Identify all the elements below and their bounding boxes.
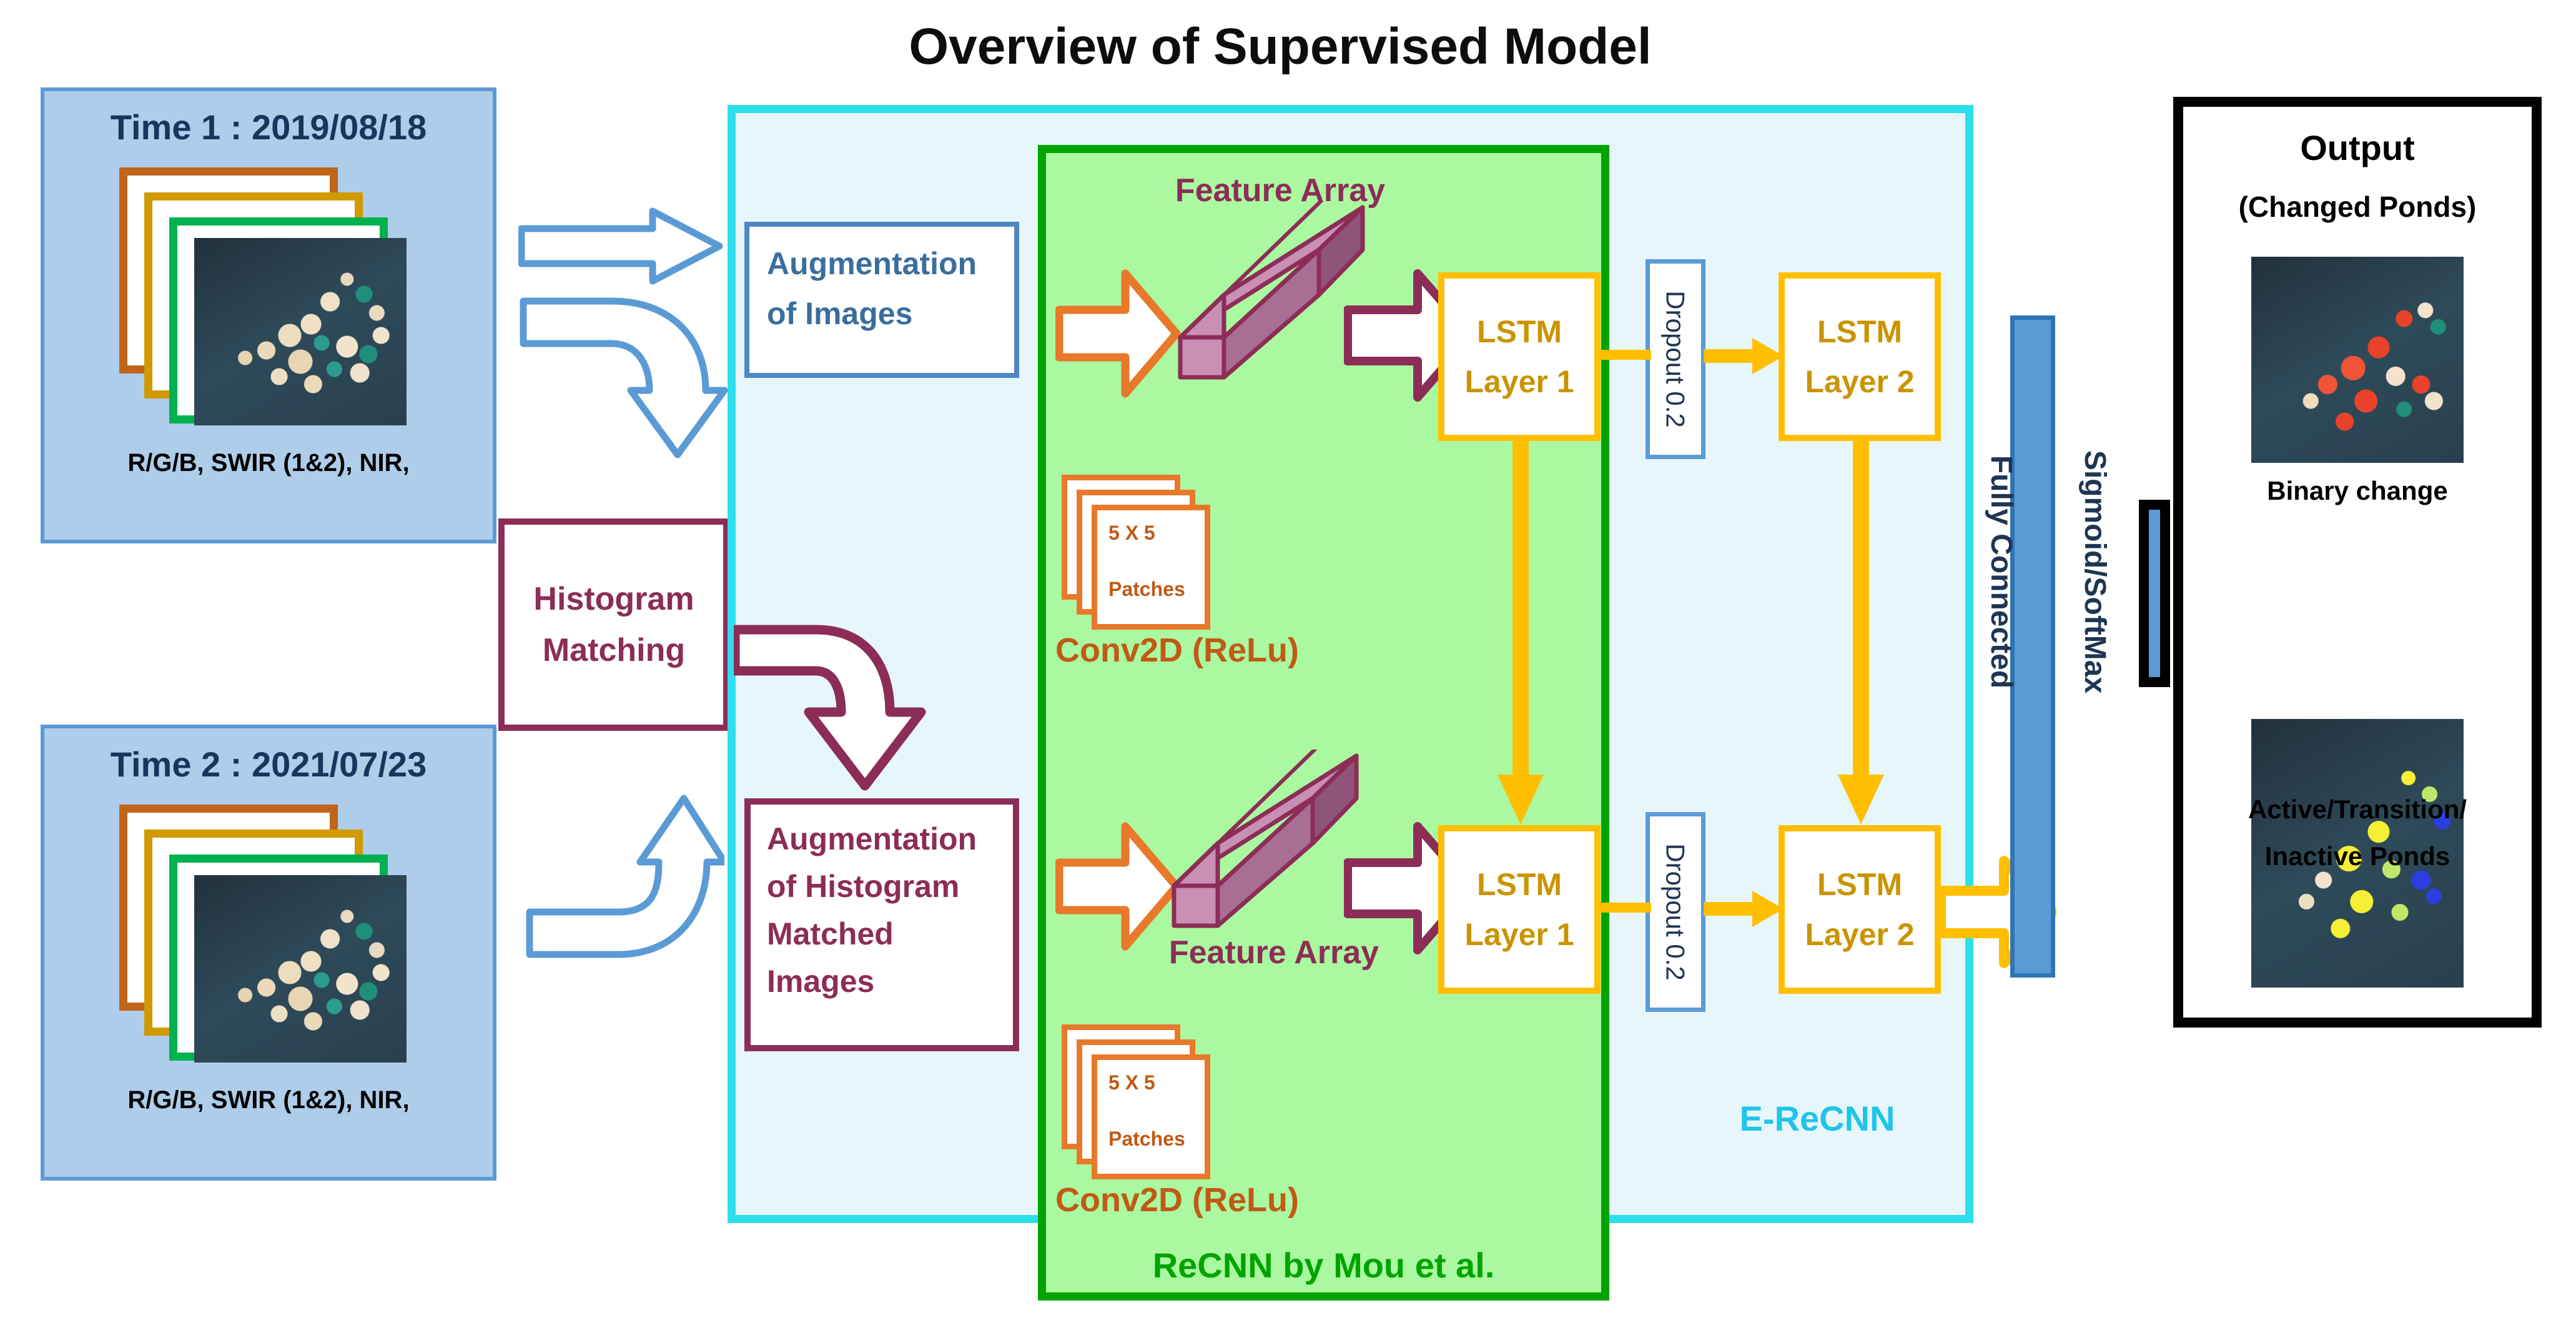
patch-card-front[interactable]: 5 X 5 Patches bbox=[1092, 1054, 1210, 1179]
activation-bar[interactable] bbox=[2139, 500, 2170, 687]
connector-lstm1-dropout-top bbox=[1597, 350, 1651, 360]
augmentation-of-images-box[interactable]: Augmentation of Images bbox=[744, 222, 1019, 378]
lstm-layer2-top-line1: LSTM bbox=[1817, 314, 1903, 349]
arrow-time1-to-augmentation bbox=[518, 207, 723, 285]
feature-array-3d-bottom bbox=[1172, 750, 1359, 928]
dropout-box-top[interactable]: Dropout 0.2 bbox=[1646, 259, 1705, 459]
augmentation-bottom-line2: of Histogram bbox=[767, 869, 960, 904]
conv2d-label-bottom-text: Conv2D (ReLu) bbox=[1055, 1181, 1299, 1219]
arrow-dropout-to-lstm2-top bbox=[1704, 338, 1784, 374]
dropout-label-bottom: Dropout 0.2 bbox=[1661, 843, 1691, 981]
ercnn-panel-label-text: E-ReCNN bbox=[1739, 1098, 1895, 1138]
augmentation-of-histogram-matched-images-box[interactable]: Augmentation of Histogram Matched Images bbox=[744, 798, 1019, 1051]
feature-array-label-top-text: Feature Array bbox=[1175, 172, 1386, 209]
output-panel: Output (Changed Ponds) Binary change Act… bbox=[2173, 97, 2542, 1028]
patch-card-front[interactable]: 5 X 5 Patches bbox=[1092, 505, 1210, 630]
lstm-layer1-top[interactable]: LSTM Layer 1 bbox=[1438, 272, 1601, 441]
augmentation-bottom-line1: Augmentation bbox=[767, 821, 977, 856]
output-caption-binary-change: Binary change bbox=[2267, 476, 2448, 505]
arrow-to-feature-array-top bbox=[1055, 269, 1180, 398]
arrow-dropout-to-lstm2-bottom bbox=[1704, 891, 1784, 927]
activation-label-text: Sigmoid/SoftMax bbox=[2078, 450, 2112, 693]
lstm-layer2-top-line2: Layer 2 bbox=[1805, 364, 1915, 399]
patch-size-label: 5 X 5 bbox=[1108, 1071, 1155, 1094]
connector-lstm1-dropout-bottom bbox=[1597, 903, 1651, 913]
input-panel-time-2: Time 2 : 2021/07/23 R/G/B, SWIR (1&2), N… bbox=[41, 725, 496, 1181]
input-panel-time-1: Time 1 : 2019/08/18 R/G/B, SWIR (1&2), N… bbox=[41, 87, 496, 543]
feature-array-label-bottom: Feature Array bbox=[1124, 931, 1424, 974]
lstm-layer1-top-line1: LSTM bbox=[1476, 314, 1562, 349]
arrow-to-feature-array-bottom bbox=[1055, 822, 1180, 951]
lstm-layer1-top-line2: Layer 1 bbox=[1464, 364, 1574, 399]
lstm-layer2-bottom-line1: LSTM bbox=[1817, 867, 1903, 902]
output-caption-classes-line2: Inactive Ponds bbox=[2264, 841, 2450, 871]
output-image-binary-change bbox=[2251, 257, 2464, 463]
arrow-histogram-to-augmentation bbox=[734, 625, 926, 791]
histogram-matching-label-line2: Matching bbox=[542, 632, 686, 668]
histogram-matching-box[interactable]: Histogram Matching bbox=[498, 518, 729, 731]
lstm-layer1-bottom-line1: LSTM bbox=[1476, 867, 1562, 902]
satellite-image-time-2 bbox=[194, 875, 407, 1063]
input-title-time-1: Time 1 : 2019/08/18 bbox=[110, 107, 427, 147]
arrow-time1-to-histogram-matching bbox=[520, 297, 728, 458]
input-bands-time-2: R/G/B, SWIR (1&2), NIR, bbox=[127, 1086, 410, 1114]
feature-array-3d-top bbox=[1178, 201, 1365, 380]
conv2d-label-bottom: Conv2D (ReLu) bbox=[1055, 1181, 1380, 1224]
augmentation-top-line1: Augmentation bbox=[767, 246, 977, 281]
augmentation-bottom-line4: Images bbox=[767, 964, 875, 999]
feature-array-label-bottom-text: Feature Array bbox=[1168, 934, 1379, 971]
output-caption-classes-line1: Active/Transition/ bbox=[2248, 795, 2467, 824]
input-bands-time-1: R/G/B, SWIR (1&2), NIR, bbox=[127, 448, 410, 477]
lstm-layer1-bottom-line2: Layer 1 bbox=[1464, 917, 1574, 952]
conv2d-label-top-text: Conv2D (ReLu) bbox=[1055, 632, 1299, 669]
page-title: Overview of Supervised Model bbox=[909, 18, 1652, 75]
histogram-matching-label-line1: Histogram bbox=[533, 581, 694, 617]
conv2d-label-top: Conv2D (ReLu) bbox=[1055, 631, 1380, 675]
lstm-layer2-bottom-line2: Layer 2 bbox=[1805, 917, 1915, 952]
patch-word-label: Patches bbox=[1108, 1127, 1185, 1150]
dropout-label-top: Dropout 0.2 bbox=[1661, 290, 1691, 428]
patch-word-label: Patches bbox=[1108, 578, 1185, 600]
feature-array-label-top: Feature Array bbox=[1130, 169, 1430, 212]
augmentation-top-line2: of Images bbox=[767, 296, 913, 331]
output-title: Output bbox=[2300, 127, 2415, 167]
lstm-layer2-top[interactable]: LSTM Layer 2 bbox=[1779, 272, 1941, 441]
output-subtitle: (Changed Ponds) bbox=[2238, 191, 2477, 223]
satellite-image-time-1 bbox=[194, 238, 407, 425]
augmentation-bottom-line3: Matched bbox=[767, 916, 894, 951]
arrow-lstm2-top-to-bottom bbox=[1838, 437, 1884, 825]
input-title-time-2: Time 2 : 2021/07/23 bbox=[110, 744, 427, 784]
lstm-layer2-bottom[interactable]: LSTM Layer 2 bbox=[1779, 825, 1941, 994]
recnn-panel-label-text: ReCNN by Mou et al. bbox=[1152, 1245, 1495, 1285]
patch-size-label: 5 X 5 bbox=[1108, 522, 1155, 544]
recnn-panel-label: ReCNN by Mou et al. bbox=[1038, 1240, 1609, 1290]
lstm-layer1-bottom[interactable]: LSTM Layer 1 bbox=[1438, 825, 1601, 994]
arrow-lstm1-top-to-bottom bbox=[1498, 437, 1544, 825]
dropout-box-bottom[interactable]: Dropout 0.2 bbox=[1646, 812, 1705, 1012]
output-image-pond-classes bbox=[2251, 719, 2464, 988]
ercnn-panel-label: E-ReCNN bbox=[1686, 1093, 1948, 1143]
arrow-time2-to-histogram-matching bbox=[526, 795, 724, 958]
fully-connected-bar[interactable] bbox=[2010, 315, 2055, 978]
